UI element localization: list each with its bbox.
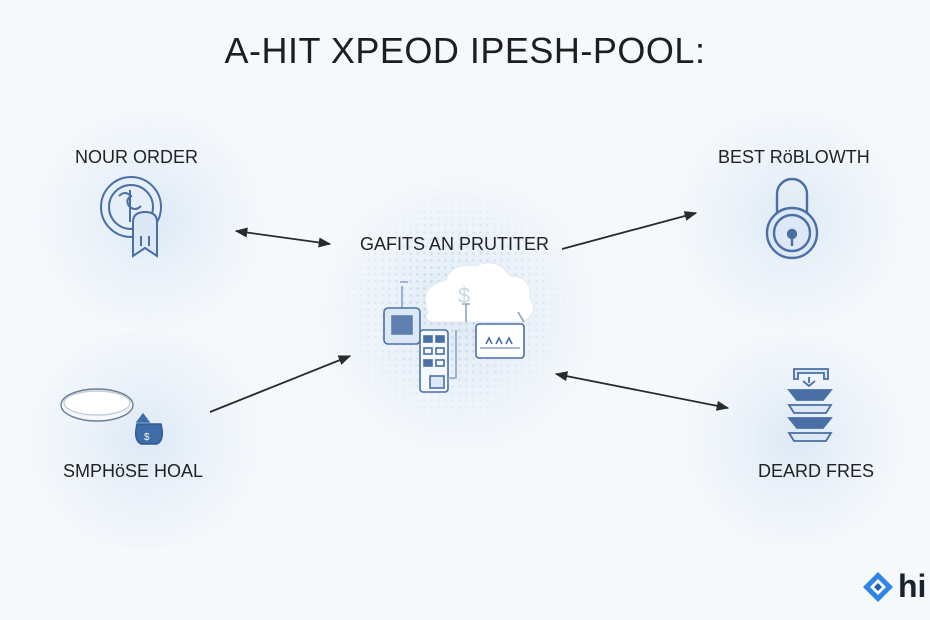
node-label-bottom-left: SMPHöSE HOAL	[63, 461, 204, 481]
node-label-bottom-right: DEARD FRES	[758, 461, 875, 481]
node-label-top-left: NOUR ORDER	[75, 147, 199, 167]
node-label-center: GAFITS AN PRUTITER	[360, 234, 550, 254]
arrow-center-top-right	[561, 211, 698, 250]
hand-dollar-coin-icon	[100, 176, 162, 258]
cloud-shape	[424, 262, 535, 323]
plate-money-bag-icon: $	[60, 388, 164, 445]
svg-text:$: $	[144, 432, 150, 443]
arrow-bottom-left-center	[209, 355, 352, 413]
currency-symbol: $	[458, 283, 470, 308]
arrow-top-left-center	[234, 227, 332, 248]
node-label-top-right: BEST RöBLOWTH	[718, 147, 870, 167]
brand-logo-icon	[863, 571, 893, 602]
arrow-center-bottom-right	[554, 371, 730, 411]
page-title: A-HIT XPEOD IPESH-POOL:	[224, 30, 706, 71]
brand-logo: hi	[862, 568, 926, 605]
padlock-icon	[765, 177, 819, 260]
stacked-layers-icon	[787, 368, 833, 442]
brand-text: hi	[898, 568, 927, 604]
fintech-devices-cloud-icon: $	[383, 262, 535, 393]
connector-arrows	[209, 211, 730, 413]
